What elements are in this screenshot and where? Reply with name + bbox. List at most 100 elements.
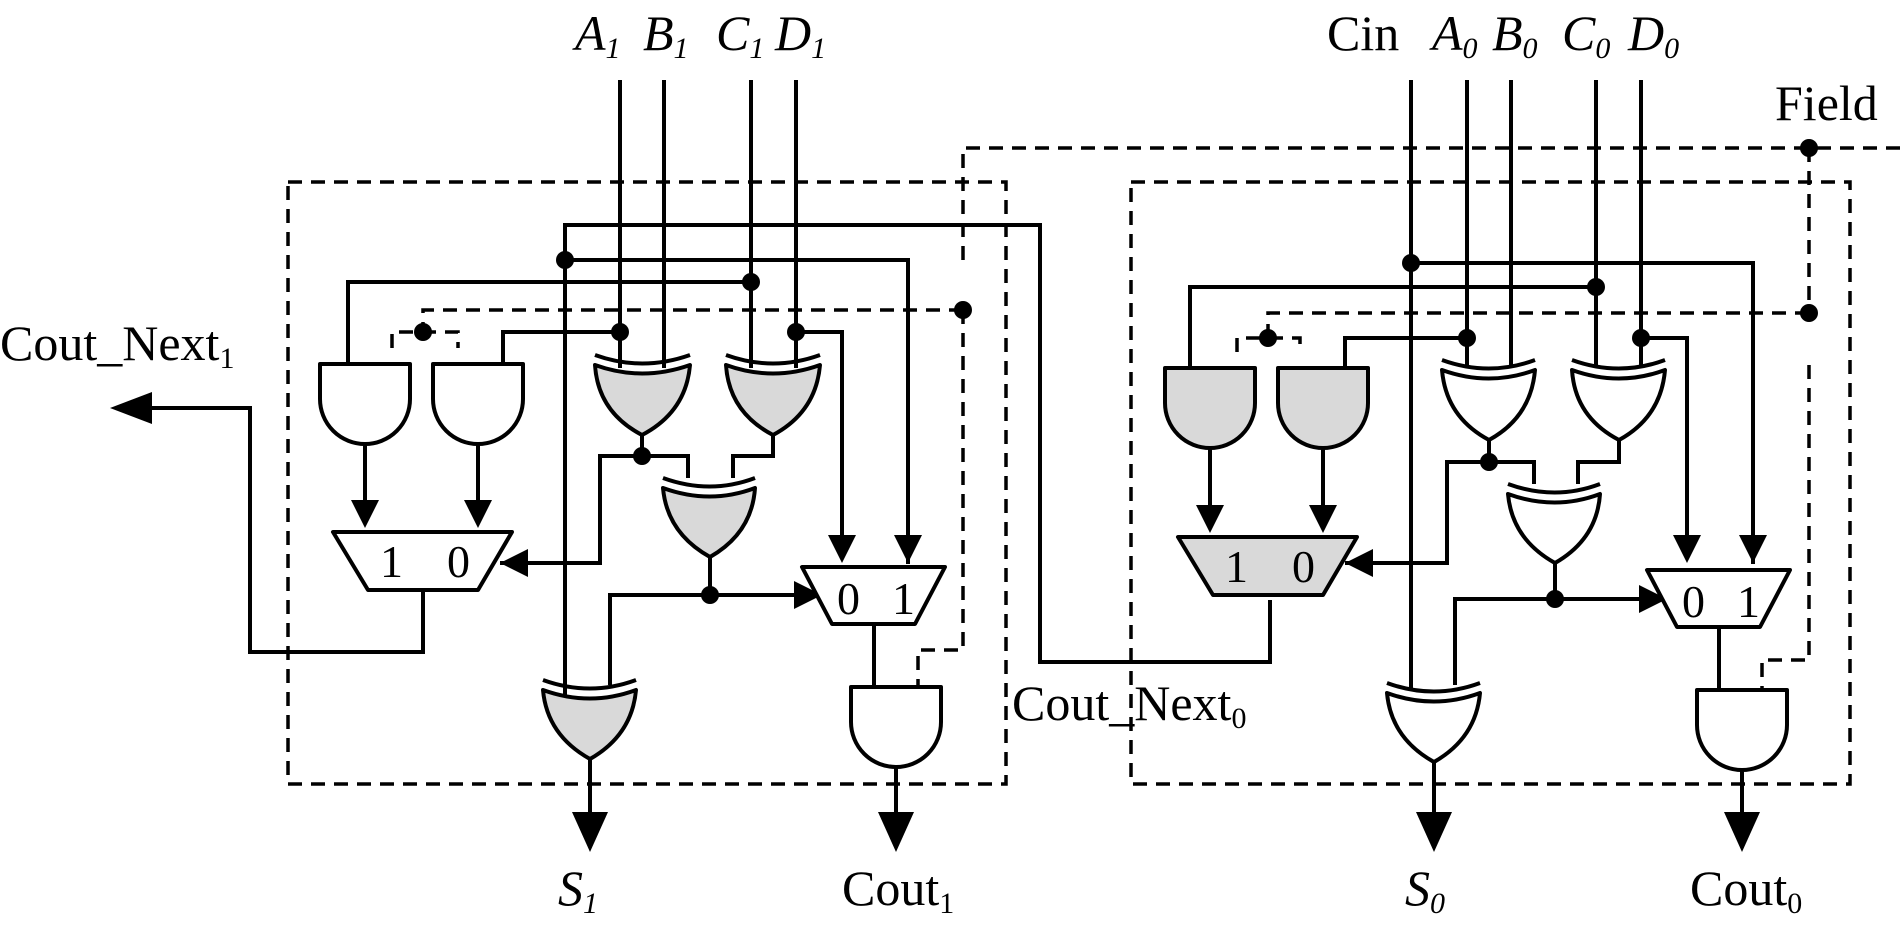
arrow-head: [1639, 585, 1667, 613]
junction-dot: [611, 323, 629, 341]
wire-xor1a-out: [640, 435, 690, 478]
wire-xor0c-out: [1553, 563, 1640, 601]
label-s0: S0: [1405, 860, 1445, 920]
field-to-and-gates-0: [1235, 311, 1809, 352]
arrow-head-s0: [1416, 812, 1452, 852]
label-a1: A1: [572, 5, 621, 65]
xor-gate-0b-back: [1571, 358, 1666, 371]
arrow-head: [1309, 505, 1337, 533]
junction-dot: [954, 301, 972, 319]
mux-0-left: [1176, 535, 1359, 597]
xor-gate-1a: [593, 363, 692, 437]
xor-gate-0c-back: [1507, 482, 1601, 495]
wire-a1-to-and: [501, 330, 620, 368]
label-c0: C0: [1562, 5, 1610, 65]
wire-xor-to-mux0: [1345, 460, 1489, 565]
label-cout1: Cout1: [842, 860, 954, 920]
wire-to-s0-xor: [1453, 597, 1555, 685]
xor-gate-s0-back: [1386, 681, 1481, 694]
field-line-branch-0: [1760, 148, 1811, 690]
mux1-right-in-b: 1: [892, 573, 915, 624]
label-s1: S1: [558, 860, 598, 920]
xor-gate-1b: [724, 363, 822, 437]
block-0-boundary: [1129, 180, 1852, 786]
mux1-right-in-a: 0: [837, 573, 860, 624]
arrow-head: [794, 581, 822, 609]
junction-dot: [1632, 329, 1650, 347]
xor-gate-0b: [1570, 368, 1667, 442]
label-cout0: Cout0: [1690, 860, 1802, 920]
xor-gate-1a-back: [594, 353, 691, 366]
xor-gate-1c-back: [662, 476, 756, 489]
wire-block1-bus-upper: [565, 258, 910, 564]
xor-gate-s1: [541, 688, 638, 761]
wire-a0-to-and: [1343, 336, 1467, 368]
arrow-head-s1: [572, 812, 608, 852]
wire-cout-next1: [140, 406, 425, 654]
wire-xor0b-out: [1576, 440, 1621, 484]
wire-xor-to-mux1: [500, 454, 642, 565]
mux0-left-in-b: 0: [1292, 541, 1315, 592]
xor-gate-s0: [1385, 691, 1482, 764]
label-c1: C1: [716, 5, 764, 65]
xor-gate-0a: [1440, 368, 1537, 442]
xor-gate-1c: [661, 486, 757, 559]
wire-cin-bus: [1411, 261, 1755, 564]
arrow-head-cout1: [878, 812, 914, 852]
label-cout-next0: Cout_Next0: [1012, 675, 1246, 735]
label-field: Field: [1775, 75, 1878, 131]
label-b0: B0: [1492, 5, 1538, 65]
arrow-head: [1345, 549, 1373, 577]
label-d0: D0: [1627, 5, 1679, 65]
mux-1-right: [800, 565, 947, 626]
arrow-head: [1673, 535, 1701, 563]
label-d1: D1: [774, 5, 826, 65]
junction-dot: [1458, 329, 1476, 347]
junction-dot: [1800, 304, 1818, 322]
wire-to-s1-xor: [608, 593, 710, 685]
mux-0-right: [1645, 568, 1792, 629]
wire-cout-next0-to-block1: [563, 223, 1272, 715]
arrow-head: [1196, 505, 1224, 533]
junction-dot: [1402, 254, 1420, 272]
and-gate-0b: [1276, 366, 1370, 450]
and-gate-1b: [431, 362, 525, 446]
field-to-and-gates-1: [390, 308, 963, 348]
xor-gate-0a-back: [1441, 358, 1536, 371]
xor-gate-0c: [1506, 492, 1602, 565]
label-b1: B1: [643, 5, 689, 65]
arrow-head-cout0: [1724, 812, 1760, 852]
junction-dot: [742, 273, 760, 291]
wire-xor1c-out: [708, 557, 795, 597]
junction-dot: [556, 251, 574, 269]
junction-dot: [1259, 329, 1277, 347]
arrow-head: [1739, 535, 1767, 563]
field-line: [916, 146, 1900, 690]
wire-c1-to-and: [346, 280, 751, 368]
mux0-right-in-b: 1: [1737, 576, 1760, 627]
and-gate-0c: [1695, 688, 1789, 772]
wire-c0-to-and: [1188, 285, 1596, 368]
and-gate-1c: [849, 685, 943, 769]
block-1-boundary: [286, 180, 1008, 786]
arrow-head: [828, 535, 856, 563]
field-junction-dot: [1800, 139, 1818, 157]
label-cin: Cin: [1327, 5, 1399, 61]
xor-gate-1b-back: [725, 353, 821, 366]
junction-dot: [1587, 278, 1605, 296]
arrow-head: [500, 549, 528, 577]
arrow-head: [894, 535, 922, 563]
mux1-left-in-a: 1: [380, 536, 403, 587]
mux1-left-in-b: 0: [447, 536, 470, 587]
mux-1-left: [331, 530, 514, 592]
junction-dot: [787, 323, 805, 341]
wire-xor0a-out: [1487, 440, 1536, 484]
wire-d0-to-mux: [1641, 336, 1689, 540]
label-cout-next1: Cout_Next1: [0, 315, 234, 375]
arrow-head: [464, 500, 492, 528]
and-gate-0a: [1163, 366, 1257, 450]
mux0-right-in-a: 0: [1682, 576, 1705, 627]
junction-dot: [414, 323, 432, 341]
xor-gate-s1-back: [542, 678, 637, 691]
